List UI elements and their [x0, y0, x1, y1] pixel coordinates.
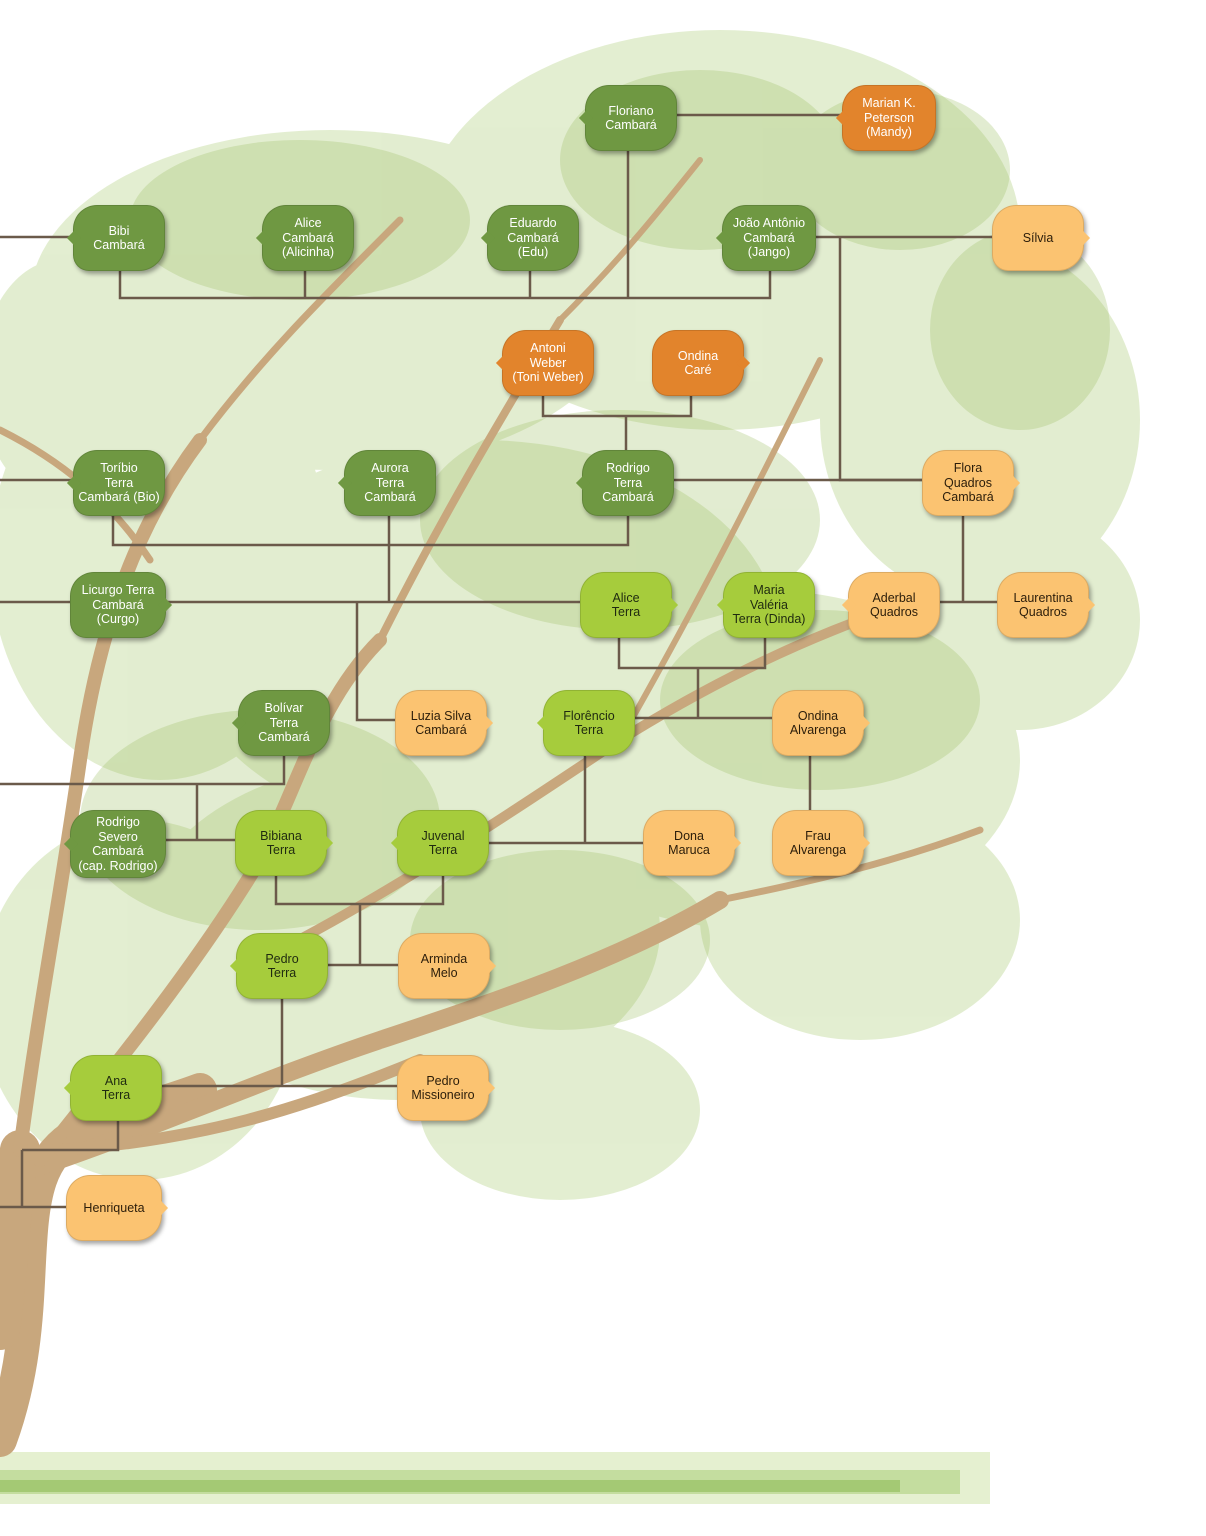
- family-connector-line: [541, 396, 693, 418]
- person-node-ondina-alvarenga: Ondina Alvarenga: [772, 690, 871, 756]
- person-node-bolivar: Bolívar Terra Cambará: [231, 690, 330, 756]
- person-node-dona-maruca: Dona Maruca: [643, 810, 742, 876]
- person-node-flora: Flora Quadros Cambará: [922, 450, 1021, 516]
- person-node-marian: Marian K. Peterson (Mandy): [835, 85, 936, 151]
- person-name: Ana Terra: [101, 1073, 131, 1103]
- grass-strip: [0, 1452, 990, 1504]
- person-name: Pedro Terra: [265, 951, 299, 981]
- person-node-arminda: Arminda Melo: [398, 933, 497, 999]
- person-node-laurentina: Laurentina Quadros: [997, 572, 1096, 638]
- person-name: Sílvia: [1022, 230, 1054, 245]
- person-name: Licurgo Terra Cambará (Curgo): [81, 583, 155, 627]
- person-name: Bibi Cambará: [93, 223, 145, 253]
- person-node-silvia: Sílvia: [992, 205, 1091, 271]
- person-node-aurora: Aurora Terra Cambará: [337, 450, 436, 516]
- family-connector-line: [118, 271, 772, 300]
- person-name: Florêncio Terra: [563, 708, 615, 738]
- person-name: Maria Valéria Terra (Dinda): [732, 583, 806, 627]
- person-name: Laurentina Quadros: [1013, 590, 1073, 620]
- person-node-ondina-care: Ondina Caré: [652, 330, 751, 396]
- person-node-rodrigo-terra: Rodrigo Terra Cambará: [575, 450, 674, 516]
- person-node-rodrigo-severo: Rodrigo Severo Cambará (cap. Rodrigo): [63, 810, 166, 878]
- person-node-toribio: Toríbio Terra Cambará (Bio): [66, 450, 165, 516]
- person-name: Rodrigo Terra Cambará: [602, 461, 654, 505]
- family-connector-line: [838, 237, 922, 482]
- family-connector-line: [274, 876, 445, 906]
- person-name: Bolívar Terra Cambará: [258, 701, 310, 745]
- person-name: Arminda Melo: [420, 951, 468, 981]
- person-node-luzia: Luzia Silva Cambará: [395, 690, 494, 756]
- person-node-ana-terra: Ana Terra: [63, 1055, 162, 1121]
- person-node-alice-terra: Alice Terra: [580, 572, 679, 638]
- person-node-aderbal: Aderbal Quadros: [841, 572, 940, 638]
- person-node-licurgo: Licurgo Terra Cambará (Curgo): [70, 572, 173, 638]
- family-connector-line: [355, 602, 395, 722]
- person-node-pedro-terra: Pedro Terra: [229, 933, 328, 999]
- person-name: Ondina Caré: [677, 348, 719, 378]
- person-name: Antoni Weber (Toni Weber): [512, 341, 584, 385]
- person-node-eduardo: Eduardo Cambará (Edu): [480, 205, 579, 271]
- person-name: Alice Terra: [611, 590, 641, 620]
- person-name: Flora Quadros Cambará: [942, 461, 994, 505]
- person-node-alice-cambara: Alice Cambará (Alicinha): [255, 205, 354, 271]
- person-name: Juvenal Terra: [421, 828, 465, 858]
- person-name: Henriqueta: [83, 1200, 145, 1215]
- person-node-pedro-missioneiro: Pedro Missioneiro: [397, 1055, 496, 1121]
- person-name: Frau Alvarenga: [789, 828, 847, 858]
- person-node-florencio: Florêncio Terra: [536, 690, 635, 756]
- person-name: Toríbio Terra Cambará (Bio): [78, 461, 160, 505]
- person-name: Rodrigo Severo Cambará (cap. Rodrigo): [78, 815, 158, 873]
- person-node-juvenal: Juvenal Terra: [390, 810, 489, 876]
- family-connector-line: [22, 1121, 120, 1152]
- person-node-floriano: Floriano Cambará: [578, 85, 677, 151]
- person-node-maria-valeria: Maria Valéria Terra (Dinda): [716, 572, 815, 638]
- person-node-joao-antonio: João Antônio Cambará (Jango): [715, 205, 816, 271]
- person-node-henriqueta: Henriqueta: [66, 1175, 169, 1241]
- person-node-antoni-weber: Antoni Weber (Toni Weber): [495, 330, 594, 396]
- person-node-bibiana: Bibiana Terra: [235, 810, 334, 876]
- person-name: Aurora Terra Cambará: [364, 461, 416, 505]
- person-name: Floriano Cambará: [605, 103, 657, 133]
- person-node-bibi: Bibi Cambará: [66, 205, 165, 271]
- family-connector-line: [111, 516, 630, 547]
- person-name: Marian K. Peterson (Mandy): [862, 96, 916, 140]
- person-node-frau-alvarenga: Frau Alvarenga: [772, 810, 871, 876]
- person-name: Dona Maruca: [668, 828, 710, 858]
- person-name: Bibiana Terra: [260, 828, 302, 858]
- person-name: João Antônio Cambará (Jango): [732, 216, 806, 260]
- person-name: Pedro Missioneiro: [411, 1073, 475, 1103]
- person-name: Alice Cambará (Alicinha): [281, 216, 335, 260]
- person-name: Ondina Alvarenga: [789, 708, 847, 738]
- person-name: Aderbal Quadros: [870, 590, 918, 620]
- person-name: Eduardo Cambará (Edu): [507, 216, 559, 260]
- person-name: Luzia Silva Cambará: [410, 708, 472, 738]
- family-connector-line: [617, 638, 767, 670]
- family-connector-line: [0, 756, 286, 786]
